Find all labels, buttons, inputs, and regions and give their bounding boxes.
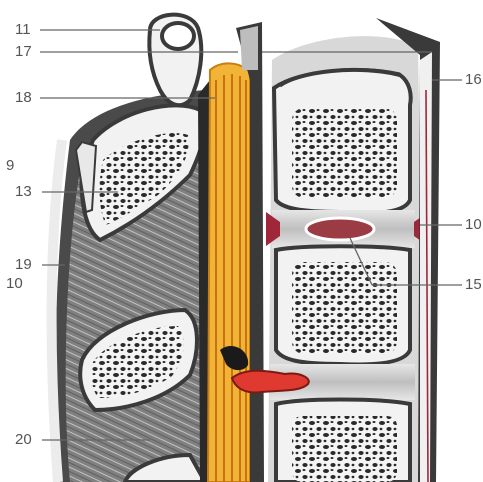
label-10-right: 10 <box>465 217 482 232</box>
label-19: 19 <box>15 257 32 272</box>
vertebral-body-upper <box>274 70 411 214</box>
label-16: 16 <box>465 72 482 87</box>
label-20: 20 <box>15 432 32 447</box>
label-13: 13 <box>15 184 32 199</box>
label-9: 9 <box>6 158 14 173</box>
label-18: 18 <box>15 90 32 105</box>
dura-mater-highlight <box>240 26 258 70</box>
label-10-left: 10 <box>6 276 23 291</box>
spinal-cord <box>208 63 250 482</box>
disc-herniation <box>232 371 309 393</box>
label-17: 17 <box>15 44 32 59</box>
intervertebral-disc-upper <box>266 210 428 248</box>
vertebral-body-middle <box>276 246 410 364</box>
label-15: 15 <box>465 277 482 292</box>
label-11: 11 <box>15 22 31 37</box>
lamina-ring <box>149 15 201 106</box>
nucleus-pulposus <box>306 218 374 240</box>
vertebral-body-lower <box>276 400 410 482</box>
